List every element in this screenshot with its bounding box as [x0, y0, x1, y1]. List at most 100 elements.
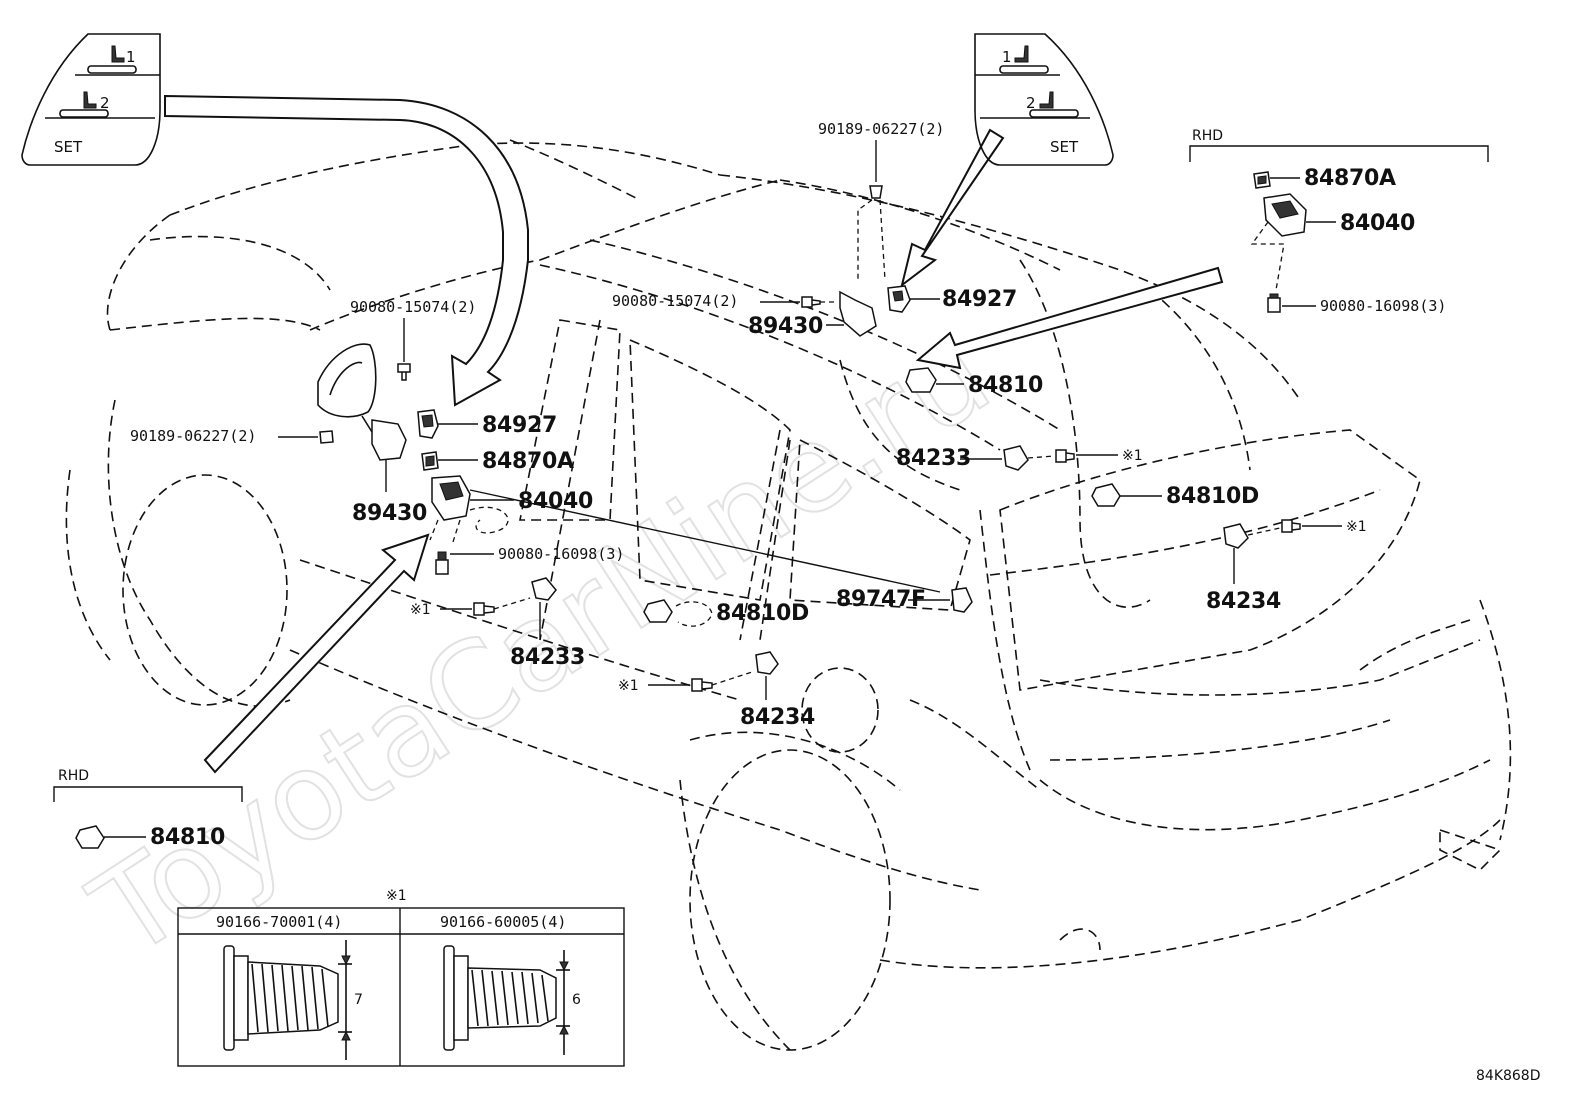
part-number-label: 84927 — [942, 287, 1017, 312]
part-90080-15074-top: 90080-15074(2) — [612, 292, 838, 310]
part-number-label: 84233 — [896, 446, 971, 471]
switch-module-icon — [75, 825, 105, 849]
leader-line — [469, 489, 941, 593]
part-90189-06227-left: 90189-06227(2) — [130, 427, 334, 445]
bolt-reference-table: ※1 90166-70001(4) 90166-60005(4) 7 — [177, 888, 625, 1067]
part-number-label: 90189-06227(2) — [130, 427, 256, 445]
bolt-length-1: 7 — [354, 992, 363, 1008]
part-number-label: 90189-06227(2) — [818, 120, 944, 138]
straight-arrow-icon — [203, 533, 430, 774]
straight-arrow-icon — [900, 128, 1005, 288]
part-90080-16098-rhd: 90080-16098(3) — [1267, 293, 1446, 315]
rhd-label: RHD — [58, 768, 89, 784]
memory-button-2-label: 2 — [100, 94, 110, 112]
part-number-label: 84927 — [482, 413, 557, 438]
vehicle-outline — [65, 139, 1512, 1051]
part-84234-right: ※1 84234 — [1206, 519, 1367, 614]
part-84233-left: ※1 84233 — [410, 577, 585, 670]
memory-button-1-label: 1 — [1002, 48, 1012, 66]
memory-button-2-label: 2 — [1026, 94, 1036, 112]
clip-icon — [869, 185, 883, 199]
part-84040-rhd: 84040 — [1250, 193, 1415, 291]
part-89430-top: 89430 — [748, 290, 877, 339]
part-number-label: 84234 — [1206, 589, 1281, 614]
bolt-icon — [1055, 449, 1075, 463]
seat-memory-switch-right: 1 2 SET — [974, 33, 1114, 166]
part-number-label: 84870A — [482, 449, 574, 474]
part-84810-rhd: 84810 — [75, 825, 225, 850]
memory-set-label: SET — [54, 138, 83, 156]
part-90189-06227-top: 90189-06227(2) — [818, 120, 944, 281]
part-90080-16098-left: 90080-16098(3) — [435, 545, 624, 575]
bracket-icon — [755, 651, 779, 675]
seat-position-sensor-icon — [839, 290, 877, 337]
switch-module-icon — [905, 367, 937, 393]
part-number-label: 84810D — [716, 601, 809, 626]
part-84810-top: 84810 — [905, 367, 1043, 398]
reference-mark: ※1 — [618, 678, 639, 694]
part-84870A-rhd: 84870A — [1253, 166, 1396, 191]
bracket-icon — [1003, 445, 1029, 471]
part-number-label: 84040 — [518, 489, 593, 514]
part-number-label: 84810 — [968, 373, 1043, 398]
bracket-icon — [531, 577, 557, 601]
screw-icon — [1267, 297, 1281, 313]
reference-mark: ※1 — [1346, 519, 1367, 535]
part-84927-top: 84927 — [887, 285, 1017, 313]
bolt-length-2: 6 — [572, 992, 581, 1008]
bolt-icon — [691, 678, 713, 692]
curved-arrow-icon — [164, 94, 529, 407]
part-84810D-mid: 84810D — [643, 599, 809, 627]
part-number-label: 89430 — [352, 501, 427, 526]
rhd-group-bottom: RHD — [53, 768, 243, 802]
part-number-label: 90080-15074(2) — [350, 298, 476, 316]
memory-set-label: SET — [1050, 138, 1079, 156]
part-89747F: 89747F — [836, 587, 973, 613]
seat-icon — [1039, 91, 1054, 109]
switch-module-icon — [1091, 483, 1121, 507]
part-number-label: 90080-15074(2) — [612, 292, 738, 310]
sensor-icon — [951, 587, 973, 613]
seat-icon — [1014, 45, 1029, 63]
part-84234-mid: ※1 84234 — [618, 651, 815, 730]
screw-icon — [435, 559, 449, 575]
part-number-label: 84810D — [1166, 484, 1259, 509]
part-89430-left: 89430 — [352, 415, 427, 526]
seat-icon — [83, 91, 97, 109]
rhd-group-top: RHD — [1189, 128, 1489, 162]
seat-icon — [111, 45, 125, 63]
reference-mark: ※1 — [410, 602, 431, 618]
bolt-part-number-1: 90166-70001(4) — [216, 913, 342, 931]
bolt-icon — [1281, 519, 1301, 533]
bracket-icon — [1223, 523, 1249, 549]
part-number-label: 90080-16098(3) — [1320, 297, 1446, 315]
part-number-label: 84040 — [1340, 211, 1415, 236]
part-number-label: 84234 — [740, 705, 815, 730]
clip-icon — [319, 430, 334, 444]
part-90080-15074-left: 90080-15074(2) — [350, 298, 476, 381]
screw-icon — [801, 296, 821, 308]
part-84870A-left: 84870A — [421, 449, 574, 474]
part-84810D-right: 84810D — [1091, 483, 1259, 509]
bolt-1-drawing: 7 — [223, 940, 363, 1060]
bolt-part-number-2: 90166-60005(4) — [440, 913, 566, 931]
memory-button-1-label: 1 — [126, 48, 136, 66]
rhd-label: RHD — [1192, 128, 1223, 144]
bolt-icon — [473, 602, 495, 616]
reference-mark: ※1 — [386, 888, 407, 904]
part-number-label: 84233 — [510, 645, 585, 670]
diagram-code: 84K868D — [1476, 1068, 1541, 1084]
pointer-arrows — [164, 94, 1224, 774]
straight-arrow-icon — [915, 266, 1224, 370]
screw-icon — [397, 363, 411, 381]
seat-memory-switch-left: 1 2 SET — [21, 33, 161, 166]
part-84927-left: 84927 — [417, 409, 557, 439]
part-number-label: 84810 — [150, 825, 225, 850]
seat-position-sensor-icon — [371, 419, 407, 461]
part-84040-left: 84040 — [429, 475, 593, 546]
part-number-label: 90080-16098(3) — [498, 545, 624, 563]
bolt-2-drawing: 6 — [443, 945, 581, 1055]
reference-mark: ※1 — [1122, 448, 1143, 464]
part-84233-right: 84233 ※1 — [896, 445, 1143, 471]
